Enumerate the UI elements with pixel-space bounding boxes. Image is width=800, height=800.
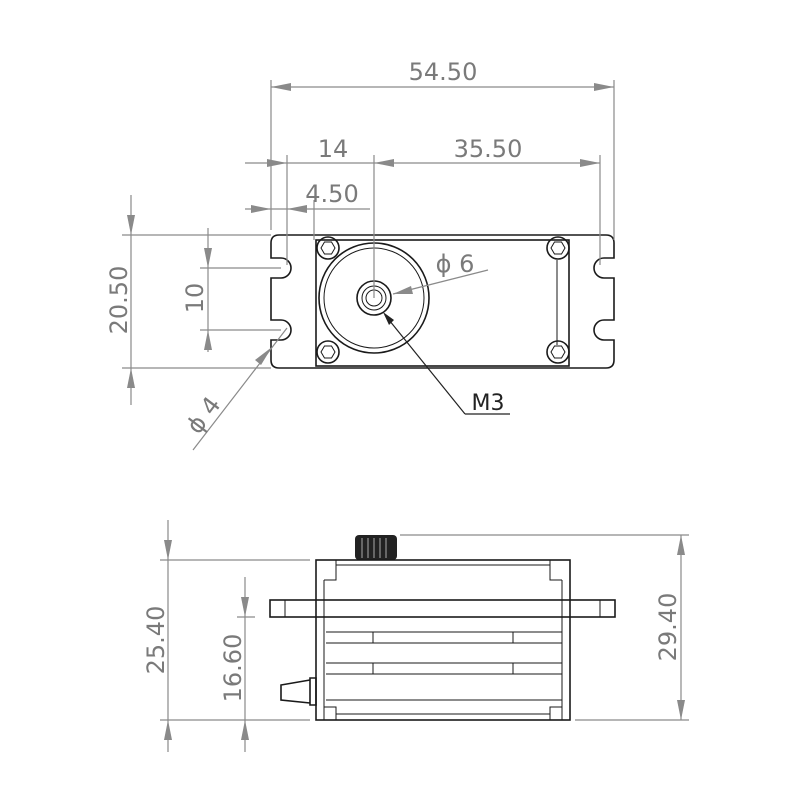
side-view: 25.40 16.60 29.40 [142,520,689,752]
dimension-flange: 4.50 [245,180,370,240]
top-view: 54.50 14 35.50 4.50 [105,58,615,451]
dim-10: 10 [181,283,209,314]
dimension-height: 20.50 [105,195,271,405]
dim-phi-6: ϕ 6 [436,250,475,278]
dim-29-40: 29.40 [654,593,682,662]
screw-icon [546,236,570,260]
dimension-total-height: 29.40 [400,534,689,721]
dimension-flange-height: 16.60 [219,577,255,752]
case-side [315,559,571,721]
dimension-spline-diameter: ϕ 6 [392,250,489,295]
screw-icon [316,236,340,260]
dimension-shaft-position: 14 35.50 [245,135,601,298]
dim-54-50: 54.50 [409,58,478,86]
dim-4-50: 4.50 [305,180,358,208]
mounting-plate-outline [270,234,615,369]
dim-16-60: 16.60 [219,634,247,703]
dimension-body-height: 25.40 [142,520,310,752]
dim-35-50: 35.50 [454,135,523,163]
dim-25-40: 25.40 [142,606,170,675]
mounting-flange-side [269,599,616,618]
screw-icon [316,340,340,364]
output-spline-side [355,535,397,560]
dim-20-50: 20.50 [105,266,133,335]
screw-icons [316,236,570,364]
case-body [315,239,570,367]
thread-callout: M3 [383,312,510,416]
label-m3: M3 [472,391,505,416]
screw-icon [546,340,570,364]
cable-exit [280,677,317,706]
dimension-hole-spacing: 10 [181,228,281,352]
dimension-overall-width: 54.50 [270,58,615,240]
dim-phi-4: ϕ 4 [181,391,227,439]
dim-14: 14 [318,135,349,163]
